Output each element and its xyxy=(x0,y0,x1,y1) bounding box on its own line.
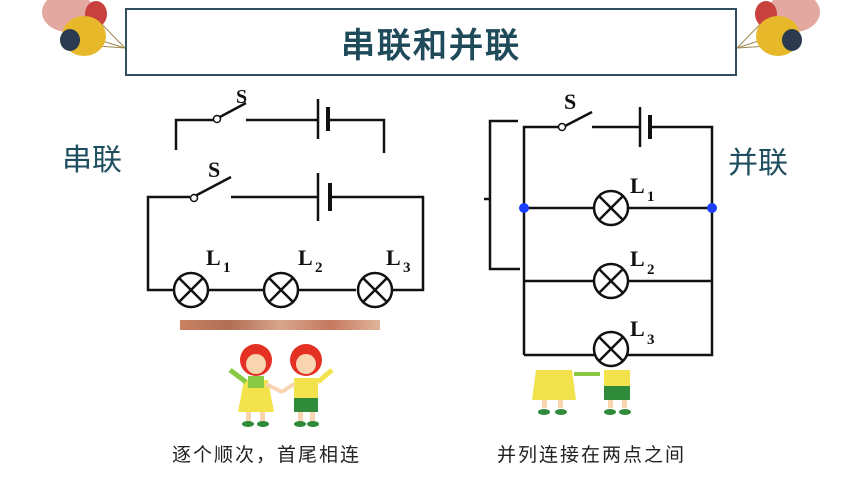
lamp-l1 xyxy=(172,271,210,309)
switch-label: S xyxy=(208,157,220,182)
lamp-l2 xyxy=(262,271,300,309)
switch-label-top: S xyxy=(236,86,247,108)
lamp-l1-sub: 1 xyxy=(223,260,231,276)
bracket-wire xyxy=(488,119,520,271)
parallel-l1-letter: L xyxy=(630,173,645,198)
lamp-l3-letter: L xyxy=(386,245,401,270)
lamp-l3 xyxy=(356,271,394,309)
cartoon-kids-holding-hands xyxy=(228,344,334,427)
series-caption: 逐个顺次，首尾相连 xyxy=(172,444,362,466)
parallel-caption: 并列连接在两点之间 xyxy=(497,444,687,466)
parallel-label: 并联 xyxy=(728,146,788,181)
lamp-l2-letter: L xyxy=(298,245,313,270)
balloon-decoration-left xyxy=(42,0,126,56)
parallel-switch-label: S xyxy=(564,89,576,114)
parallel-circuit-diagram: S L 1 L 2 L 3 xyxy=(484,89,717,368)
balloon-decoration-right xyxy=(736,0,820,56)
cartoon-kids-partial xyxy=(532,370,631,415)
lamp-l1-letter: L xyxy=(206,245,221,270)
series-wire-top xyxy=(146,195,190,292)
lamp-l3-sub: 3 xyxy=(403,260,411,276)
parallel-lamp-l3 xyxy=(592,330,630,368)
series-label: 串联 xyxy=(62,143,122,178)
title-box: 串联和并联 xyxy=(125,8,737,76)
parallel-l2-letter: L xyxy=(630,246,645,271)
top-fragment-wire xyxy=(174,118,214,150)
parallel-l2-sub: 2 xyxy=(647,262,655,278)
parallel-lamp-l2 xyxy=(592,262,630,300)
page-title: 串联和并联 xyxy=(341,25,521,66)
junction-node-left xyxy=(519,203,529,213)
parallel-lamp-l1 xyxy=(592,189,630,227)
parallel-l1-sub: 1 xyxy=(647,189,655,205)
parallel-l3-sub: 3 xyxy=(647,332,655,348)
parallel-l3-letter: L xyxy=(630,316,645,341)
junction-node-right xyxy=(707,203,717,213)
series-circuit-diagram: S S L 1 L 2 L 3 xyxy=(146,86,425,309)
lamp-l2-sub: 2 xyxy=(315,260,323,276)
photo-strip xyxy=(180,320,380,330)
